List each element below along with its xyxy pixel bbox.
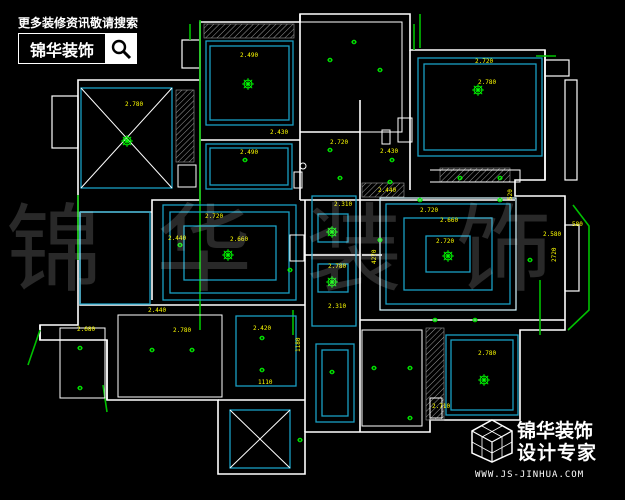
svg-text:2.430: 2.430 bbox=[270, 129, 288, 136]
svg-text:2.580: 2.580 bbox=[543, 231, 561, 238]
search-logo-box[interactable]: 锦华装饰 bbox=[18, 33, 137, 64]
svg-text:2.440: 2.440 bbox=[168, 235, 186, 242]
svg-text:1110: 1110 bbox=[258, 379, 273, 386]
svg-text:2.310: 2.310 bbox=[334, 201, 352, 208]
svg-text:2.660: 2.660 bbox=[440, 217, 458, 224]
ceiling-inner-lines bbox=[59, 21, 517, 469]
svg-text:2.720: 2.720 bbox=[436, 238, 454, 245]
fixtures bbox=[177, 117, 521, 419]
svg-text:2.780: 2.780 bbox=[173, 327, 191, 334]
svg-text:2720: 2720 bbox=[551, 247, 558, 262]
structural-columns bbox=[175, 23, 511, 421]
svg-text:2.440: 2.440 bbox=[378, 187, 396, 194]
svg-text:2.710: 2.710 bbox=[432, 403, 450, 410]
brand-name: 锦华装饰 bbox=[517, 420, 594, 442]
svg-text:2.440: 2.440 bbox=[148, 307, 166, 314]
svg-text:2.660: 2.660 bbox=[230, 236, 248, 243]
svg-text:2.720: 2.720 bbox=[475, 58, 493, 65]
svg-text:2.680: 2.680 bbox=[77, 326, 95, 333]
cube-emblem-icon bbox=[471, 419, 513, 463]
magnifier-icon[interactable] bbox=[105, 34, 136, 63]
svg-text:1180: 1180 bbox=[295, 337, 302, 352]
svg-text:2.780: 2.780 bbox=[478, 350, 496, 357]
svg-text:2.490: 2.490 bbox=[240, 52, 258, 59]
svg-text:2.490: 2.490 bbox=[240, 149, 258, 156]
brand-slogan: 设计专家 bbox=[517, 442, 598, 464]
dimension-labels: 2.780 2.490 2.430 2.720 2.780 2.490 2.72… bbox=[77, 52, 583, 410]
search-hint: 更多装修资讯敬请搜索 bbox=[18, 16, 139, 30]
svg-text:2.720: 2.720 bbox=[205, 213, 223, 220]
logo-text: 锦华装饰 bbox=[29, 40, 94, 60]
svg-text:4270: 4270 bbox=[371, 249, 378, 264]
brand-footer: 锦华装饰 设计专家 bbox=[517, 420, 597, 464]
ceiling-outlines bbox=[79, 40, 543, 469]
svg-text:2.720: 2.720 bbox=[420, 207, 438, 214]
svg-text:2.720: 2.720 bbox=[330, 139, 348, 146]
svg-text:580: 580 bbox=[572, 221, 583, 228]
windows bbox=[27, 14, 590, 413]
brand-url[interactable]: WWW.JS-JINHUA.COM bbox=[475, 470, 585, 480]
label-living-ceiling: 2.780 bbox=[125, 101, 143, 108]
svg-text:2.310: 2.310 bbox=[328, 303, 346, 310]
svg-text:2.420: 2.420 bbox=[253, 325, 271, 332]
outer-stubs bbox=[51, 39, 580, 292]
svg-text:2.780: 2.780 bbox=[328, 263, 346, 270]
svg-text:2.780: 2.780 bbox=[478, 79, 496, 86]
svg-text:2.430: 2.430 bbox=[380, 148, 398, 155]
svg-text:520: 520 bbox=[507, 189, 514, 200]
